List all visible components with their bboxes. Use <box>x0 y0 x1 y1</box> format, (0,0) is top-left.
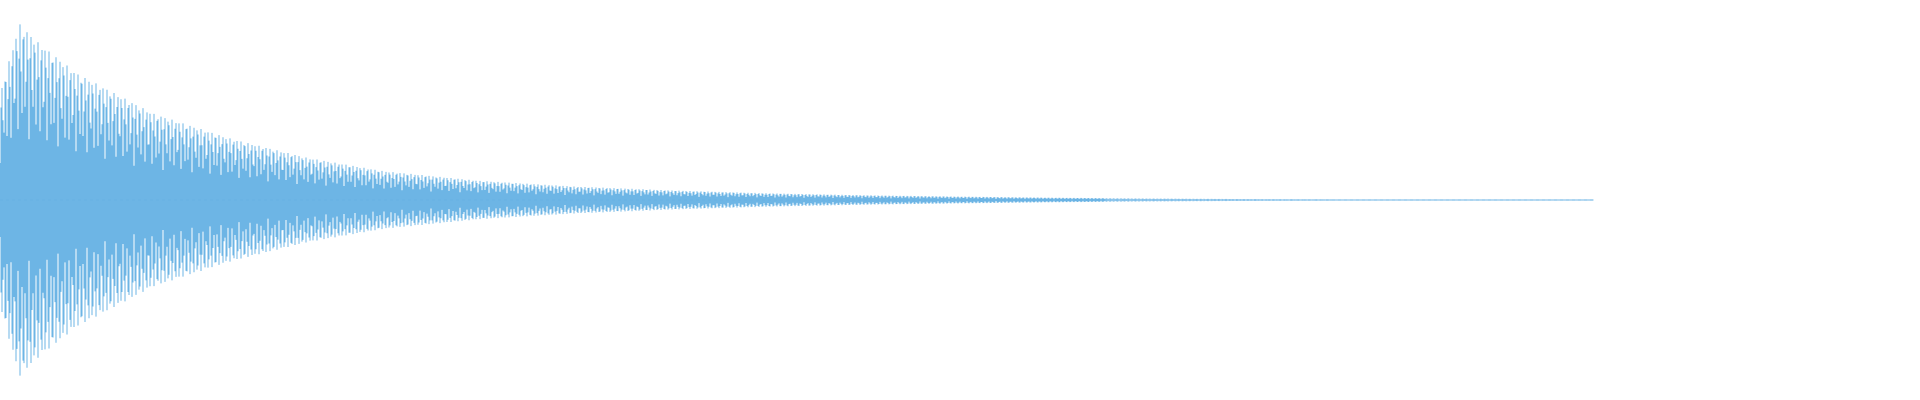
waveform-bars <box>0 24 1594 376</box>
